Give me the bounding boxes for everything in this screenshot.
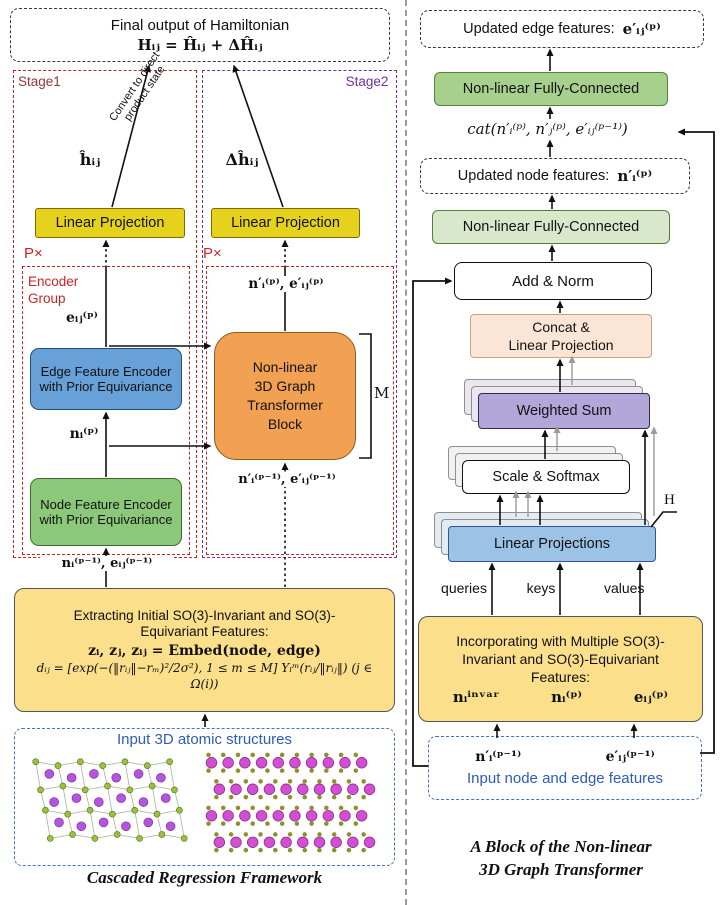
- feature-invariant-label: nᵢⁱⁿᵛᵃʳ: [452, 688, 500, 707]
- input-feature-row: n′ᵢ⁽ᵖ⁻¹⁾ e′ᵢⱼ⁽ᵖ⁻¹⁾: [433, 749, 697, 765]
- feature-edge-label: eᵢⱼ⁽ᵖ⁾: [633, 688, 669, 707]
- extract-title: Extracting Initial SO(3)-Invariant and S…: [73, 607, 336, 640]
- add-norm-box: Add & Norm: [454, 262, 652, 300]
- queries-label: queries: [441, 580, 487, 596]
- weighted-sum-box: Weighted Sum: [478, 393, 650, 429]
- linear-projections-box: Linear Projections: [448, 526, 656, 562]
- p-times-right-label: P×: [203, 245, 222, 262]
- extract-formula-expansion: dᵢⱼ = [exp(−(‖rᵢⱼ‖−rₘ)²/2σ²), 1 ≤ m ≤ M]…: [36, 661, 373, 691]
- h-heads-label: H: [664, 492, 675, 508]
- fc-node-box: Non-linear Fully-Connected: [432, 210, 670, 244]
- final-output-formula: Hᵢⱼ = Ĥᵢⱼ + ΔĤᵢⱼ: [137, 35, 263, 54]
- initial-feature-label: nᵢ⁽ᵖ⁻¹⁾, eᵢⱼ⁽ᵖ⁻¹⁾: [40, 556, 174, 571]
- scale-softmax-box: Scale & Softmax: [462, 460, 630, 494]
- linear-projection-right-box: Linear Projection: [211, 208, 360, 238]
- keys-label: keys: [526, 580, 556, 596]
- extract-features-box: Extracting Initial SO(3)-Invariant and S…: [14, 588, 395, 712]
- updated-edge-value: e′ᵢⱼ⁽ᵖ⁾: [622, 20, 661, 38]
- updated-edge-box: Updated edge features: e′ᵢⱼ⁽ᵖ⁾: [420, 10, 704, 48]
- updated-node-box: Updated node features: n′ᵢ⁽ᵖ⁾: [420, 158, 690, 194]
- m-depth-label: M: [374, 384, 390, 402]
- updated-node-label: Updated node features:: [457, 168, 610, 184]
- cat-expression-label: cat(n′ᵢ⁽ᵖ⁾, n′ⱼ⁽ᵖ⁾, e′ᵢⱼ⁽ᵖ⁻¹⁾): [467, 120, 628, 138]
- node-encoder-box: Node Feature Encoder with Prior Equivari…: [30, 478, 182, 546]
- incorporating-feature-row: nᵢⁱⁿᵛᵃʳ nᵢ⁽ᵖ⁾ eᵢⱼ⁽ᵖ⁾: [427, 688, 694, 706]
- concat-projection-box: Concat & Linear Projection: [470, 314, 652, 358]
- column-separator-line: [405, 0, 407, 905]
- transformer-input-label: n′ᵢ⁽ᵖ⁻¹⁾, e′ᵢⱼ⁽ᵖ⁻¹⁾: [212, 472, 362, 487]
- crystal-structure-3d-image: [32, 758, 188, 842]
- encoder-group-label: Encoder Group: [28, 274, 79, 306]
- stage1-label: Stage1: [18, 74, 61, 89]
- input-features-title: Input node and edge features: [467, 770, 663, 787]
- p-times-left-label: P×: [24, 245, 43, 262]
- delta-h-hat-label: Δĥᵢⱼ: [225, 150, 259, 169]
- h-hat-label: ĥᵢⱼ: [79, 150, 101, 169]
- stage2-label: Stage2: [345, 74, 389, 89]
- feature-node-label: nᵢ⁽ᵖ⁾: [551, 688, 583, 707]
- fc-edge-box: Non-linear Fully-Connected: [434, 72, 668, 106]
- extract-formula-embed: zᵢ, zⱼ, zᵢⱼ = Embed(node, edge): [88, 643, 321, 660]
- input-features-box: n′ᵢ⁽ᵖ⁻¹⁾ e′ᵢⱼ⁽ᵖ⁻¹⁾ Input node and edge f…: [428, 736, 702, 800]
- crystal-structure-layered-image: [205, 752, 376, 853]
- input-structures-title: Input 3D atomic structures: [116, 731, 293, 748]
- edge-encoder-box: Edge Feature Encoder with Prior Equivari…: [30, 348, 182, 410]
- final-output-title: Final output of Hamiltonian: [110, 16, 290, 34]
- transformer-output-label: n′ᵢ⁽ᵖ⁾, e′ᵢⱼ⁽ᵖ⁾: [222, 276, 350, 292]
- transformer-block-box: Non-linear 3D Graph Transformer Block: [214, 332, 356, 460]
- incorporating-title: Incorporating with Multiple SO(3)- Invar…: [456, 632, 665, 686]
- updated-node-value: n′ᵢ⁽ᵖ⁾: [617, 167, 653, 185]
- caption-transformer-block: A Block of the Non-linear 3D Graph Trans…: [470, 837, 652, 879]
- updated-edge-label: Updated edge features:: [463, 21, 615, 37]
- input-edge-label: e′ᵢⱼ⁽ᵖ⁻¹⁾: [605, 749, 655, 765]
- input-node-label: n′ᵢ⁽ᵖ⁻¹⁾: [475, 749, 522, 765]
- edge-feature-label: eᵢⱼ⁽ᵖ⁾: [60, 310, 104, 326]
- values-label: values: [604, 580, 645, 596]
- node-feature-label: nᵢ⁽ᵖ⁾: [64, 426, 104, 442]
- stage2-region: [202, 70, 397, 558]
- incorporating-box: Incorporating with Multiple SO(3)- Invar…: [418, 616, 703, 722]
- final-output-box: Final output of Hamiltonian Hᵢⱼ = Ĥᵢⱼ + …: [10, 8, 390, 62]
- linear-projection-left-box: Linear Projection: [35, 208, 185, 238]
- caption-cascaded-framework: Cascaded Regression Framework: [86, 868, 323, 887]
- input-structures-box: [14, 728, 395, 866]
- transformer-group-box: [206, 266, 394, 555]
